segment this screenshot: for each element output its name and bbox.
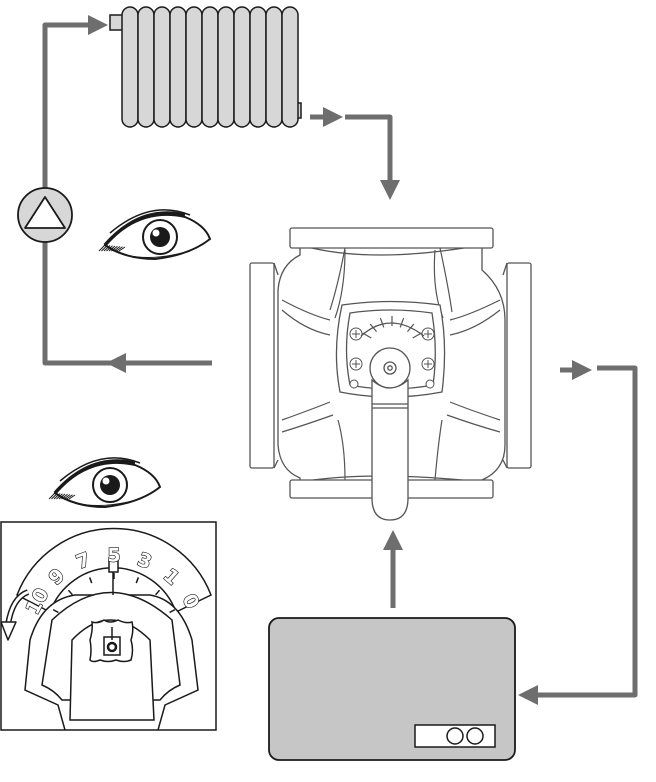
dial-scale-label: 5	[107, 545, 120, 567]
eye-icon	[48, 457, 162, 509]
boiler-knob[interactable]	[466, 727, 484, 745]
dial-scale-tick	[155, 589, 161, 596]
dial-scale-tick	[135, 577, 140, 584]
valve-lever[interactable]	[371, 378, 409, 521]
dial-scale-band	[16, 527, 212, 614]
radiator-fin	[201, 6, 219, 128]
radiator-fin	[233, 6, 251, 128]
valve-scale-tick	[362, 332, 372, 339]
valve-scale	[362, 316, 422, 339]
pipe-radiator-to-valve	[345, 114, 400, 200]
valve-scale-tick	[399, 317, 405, 328]
boiler-icon	[268, 617, 516, 761]
pipe-network	[42, 15, 638, 705]
valve-scale-tick	[412, 332, 422, 339]
valve-scale-tick	[406, 323, 415, 333]
valve-flange-right	[506, 262, 532, 469]
eye-icon	[98, 209, 212, 261]
radiator-fin	[217, 6, 235, 128]
boiler-knob[interactable]	[446, 727, 464, 745]
dial-scale-tick	[88, 577, 93, 584]
dial-scale-tick	[169, 608, 176, 614]
dial-scale-tick	[52, 608, 59, 614]
radiator-icon	[109, 6, 302, 128]
pipe-valve-to-pump	[42, 242, 212, 366]
radiator-fin	[265, 6, 283, 128]
radiator-fin	[169, 6, 187, 128]
valve-flange-top	[289, 227, 494, 249]
dial-scale-tick	[67, 589, 73, 596]
radiator-fin	[185, 6, 203, 128]
radiator-fin	[281, 6, 299, 128]
radiator-fin	[121, 6, 139, 128]
radiator-fin	[137, 6, 155, 128]
valve-flange-left	[249, 262, 275, 469]
pump-icon	[17, 187, 73, 243]
valve-scale-tick	[379, 317, 385, 328]
pipe-valve-to-boiler	[518, 365, 638, 705]
radiator-fin	[249, 6, 267, 128]
valve-scale-tick	[369, 323, 378, 333]
pipe-pump-to-radiator	[42, 15, 108, 190]
radiator-fin	[153, 6, 171, 128]
mixing-valve-icon	[249, 227, 532, 521]
